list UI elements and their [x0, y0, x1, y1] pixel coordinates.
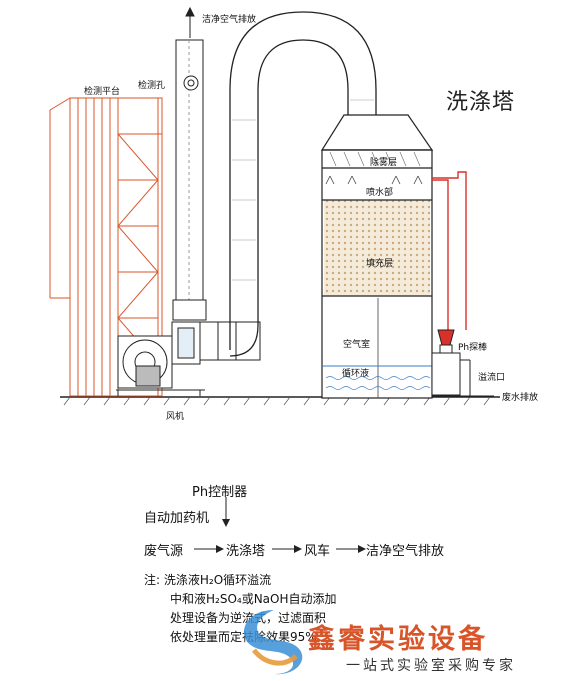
scrubber-tower: [320, 114, 434, 399]
water-waves: [325, 376, 431, 390]
note-line-2: 中和液H₂SO₄或NaOH自动添加: [170, 592, 337, 606]
label-clean-exhaust: 洁净空气排放: [202, 15, 257, 25]
flow-source: 废气源: [144, 544, 184, 559]
flow-fan: 风车: [304, 544, 331, 559]
label-circulating-liquid: 循环液: [342, 369, 370, 379]
label-monitor-platform: 检测平台: [84, 87, 121, 97]
ph-line: [432, 171, 467, 330]
arrow-right-icon: [194, 545, 224, 553]
down-arrow-icon: [222, 497, 230, 527]
brand-logo-icon: [243, 610, 303, 675]
label-fan: 风机: [166, 412, 185, 422]
duct-u-inner: [229, 324, 259, 357]
label-air-chamber: 空气室: [343, 340, 371, 350]
arrow-right-icon: [272, 545, 302, 553]
label-overflow: 溢流口: [478, 373, 506, 383]
exhaust-stack: [172, 39, 207, 321]
ground-hatch: [63, 396, 491, 406]
label-packing: 填充层: [366, 259, 394, 269]
label-demister: 除雾层: [370, 158, 398, 168]
up-arrow-icon: [185, 6, 195, 38]
flow-exhaust: 洁净空气排放: [366, 544, 445, 559]
flow-auto-dosing: 自动加药机: [144, 511, 210, 526]
note-line-3: 处理设备为逆流式，过滤面积: [170, 611, 327, 625]
label-monitor-hole: 检测孔: [138, 81, 166, 91]
label-wastewater: 废水排放: [502, 393, 539, 403]
flow-ph-controller: Ph控制器: [192, 485, 248, 500]
ph-probe: [431, 329, 471, 396]
note-line-4: 依处理量而定祛除效果95%: [170, 630, 317, 644]
fan-unit: [116, 321, 205, 396]
monitor-platform: [49, 97, 163, 397]
diagram-title: 洗涤塔: [446, 90, 516, 115]
brand-name: 鑫睿实验设备: [308, 624, 488, 655]
label-spray: 喷水部: [366, 188, 394, 198]
brand-slogan: 一站式实验室采购专家: [346, 658, 516, 674]
note-line-1: 注: 洗涤液H₂O循环溢流: [144, 573, 272, 587]
demister-hatch: [329, 151, 421, 167]
label-ph-probe: Ph探棒: [458, 343, 488, 353]
spray-nozzles: [325, 175, 423, 185]
flow-scrubber: 洗涤塔: [226, 544, 266, 559]
overflow-pipe: [432, 390, 494, 397]
duct-u-bend: [229, 11, 377, 350]
arrow-right-icon: [336, 545, 366, 553]
